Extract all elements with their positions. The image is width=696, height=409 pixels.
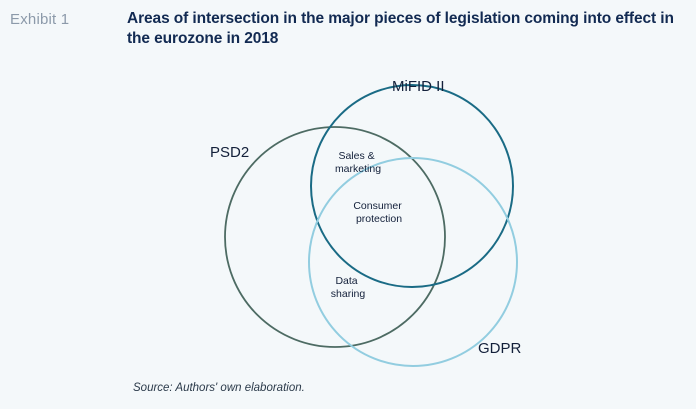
venn-label-gdpr: GDPR xyxy=(478,340,522,357)
venn-region-data-sharing: Data sharing xyxy=(331,275,366,300)
exhibit-number-label: Exhibit 1 xyxy=(10,11,70,28)
venn-circle-gdpr xyxy=(308,157,518,367)
venn-region-consumer-protection-line-1: Consumer xyxy=(353,200,402,212)
venn-region-sales-marketing: Sales & marketing xyxy=(335,150,381,175)
source-note: Source: Authors' own elaboration. xyxy=(133,382,305,394)
venn-diagram: PSD2 MiFID II GDPR Sales & marketing Con… xyxy=(0,62,696,372)
venn-circle-mifid-ii xyxy=(310,84,514,288)
venn-region-sales-marketing-line-1: Sales & xyxy=(338,150,374,162)
venn-diagram-svg: PSD2 MiFID II GDPR Sales & marketing Con… xyxy=(210,78,522,367)
venn-label-psd2: PSD2 xyxy=(210,144,249,161)
venn-circle-psd2 xyxy=(224,126,446,348)
venn-region-sales-marketing-line-2: marketing xyxy=(335,163,381,175)
venn-region-consumer-protection: Consumer protection xyxy=(353,200,404,225)
venn-label-mifid-ii: MiFID II xyxy=(392,78,445,95)
venn-region-consumer-protection-line-2: protection xyxy=(356,213,402,225)
exhibit-title: Areas of intersection in the major piece… xyxy=(127,10,674,47)
venn-region-data-sharing-line-1: Data xyxy=(335,275,357,287)
venn-region-data-sharing-line-2: sharing xyxy=(331,288,366,300)
